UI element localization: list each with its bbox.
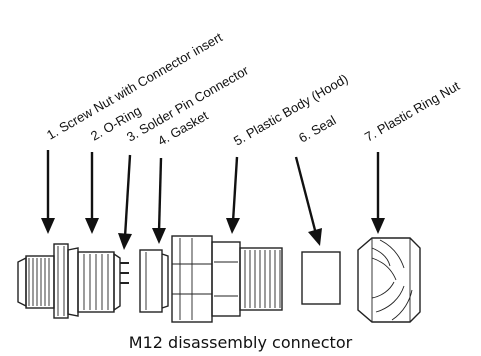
arrow-6 [294,156,322,246]
o-ring-part [77,251,121,313]
plastic-body-part [171,235,283,323]
arrow-5 [226,156,240,234]
arrow-4 [152,157,166,244]
solder-pin-part [120,262,129,284]
plastic-ring-nut-part [357,237,421,323]
arrow-2 [85,152,99,234]
arrow-3 [118,154,132,250]
gasket-part [139,249,169,313]
arrow-1 [41,150,55,234]
label-plastic-body: 5. Plastic Body (Hood) [231,71,351,149]
screw-nut-part [17,243,79,319]
diagram-caption: M12 disassembly connector [129,333,353,352]
label-seal: 6. Seal [296,112,339,145]
label-plastic-ring-nut: 7. Plastic Ring Nut [362,78,462,145]
seal-part [301,251,341,305]
arrow-7 [371,152,385,234]
